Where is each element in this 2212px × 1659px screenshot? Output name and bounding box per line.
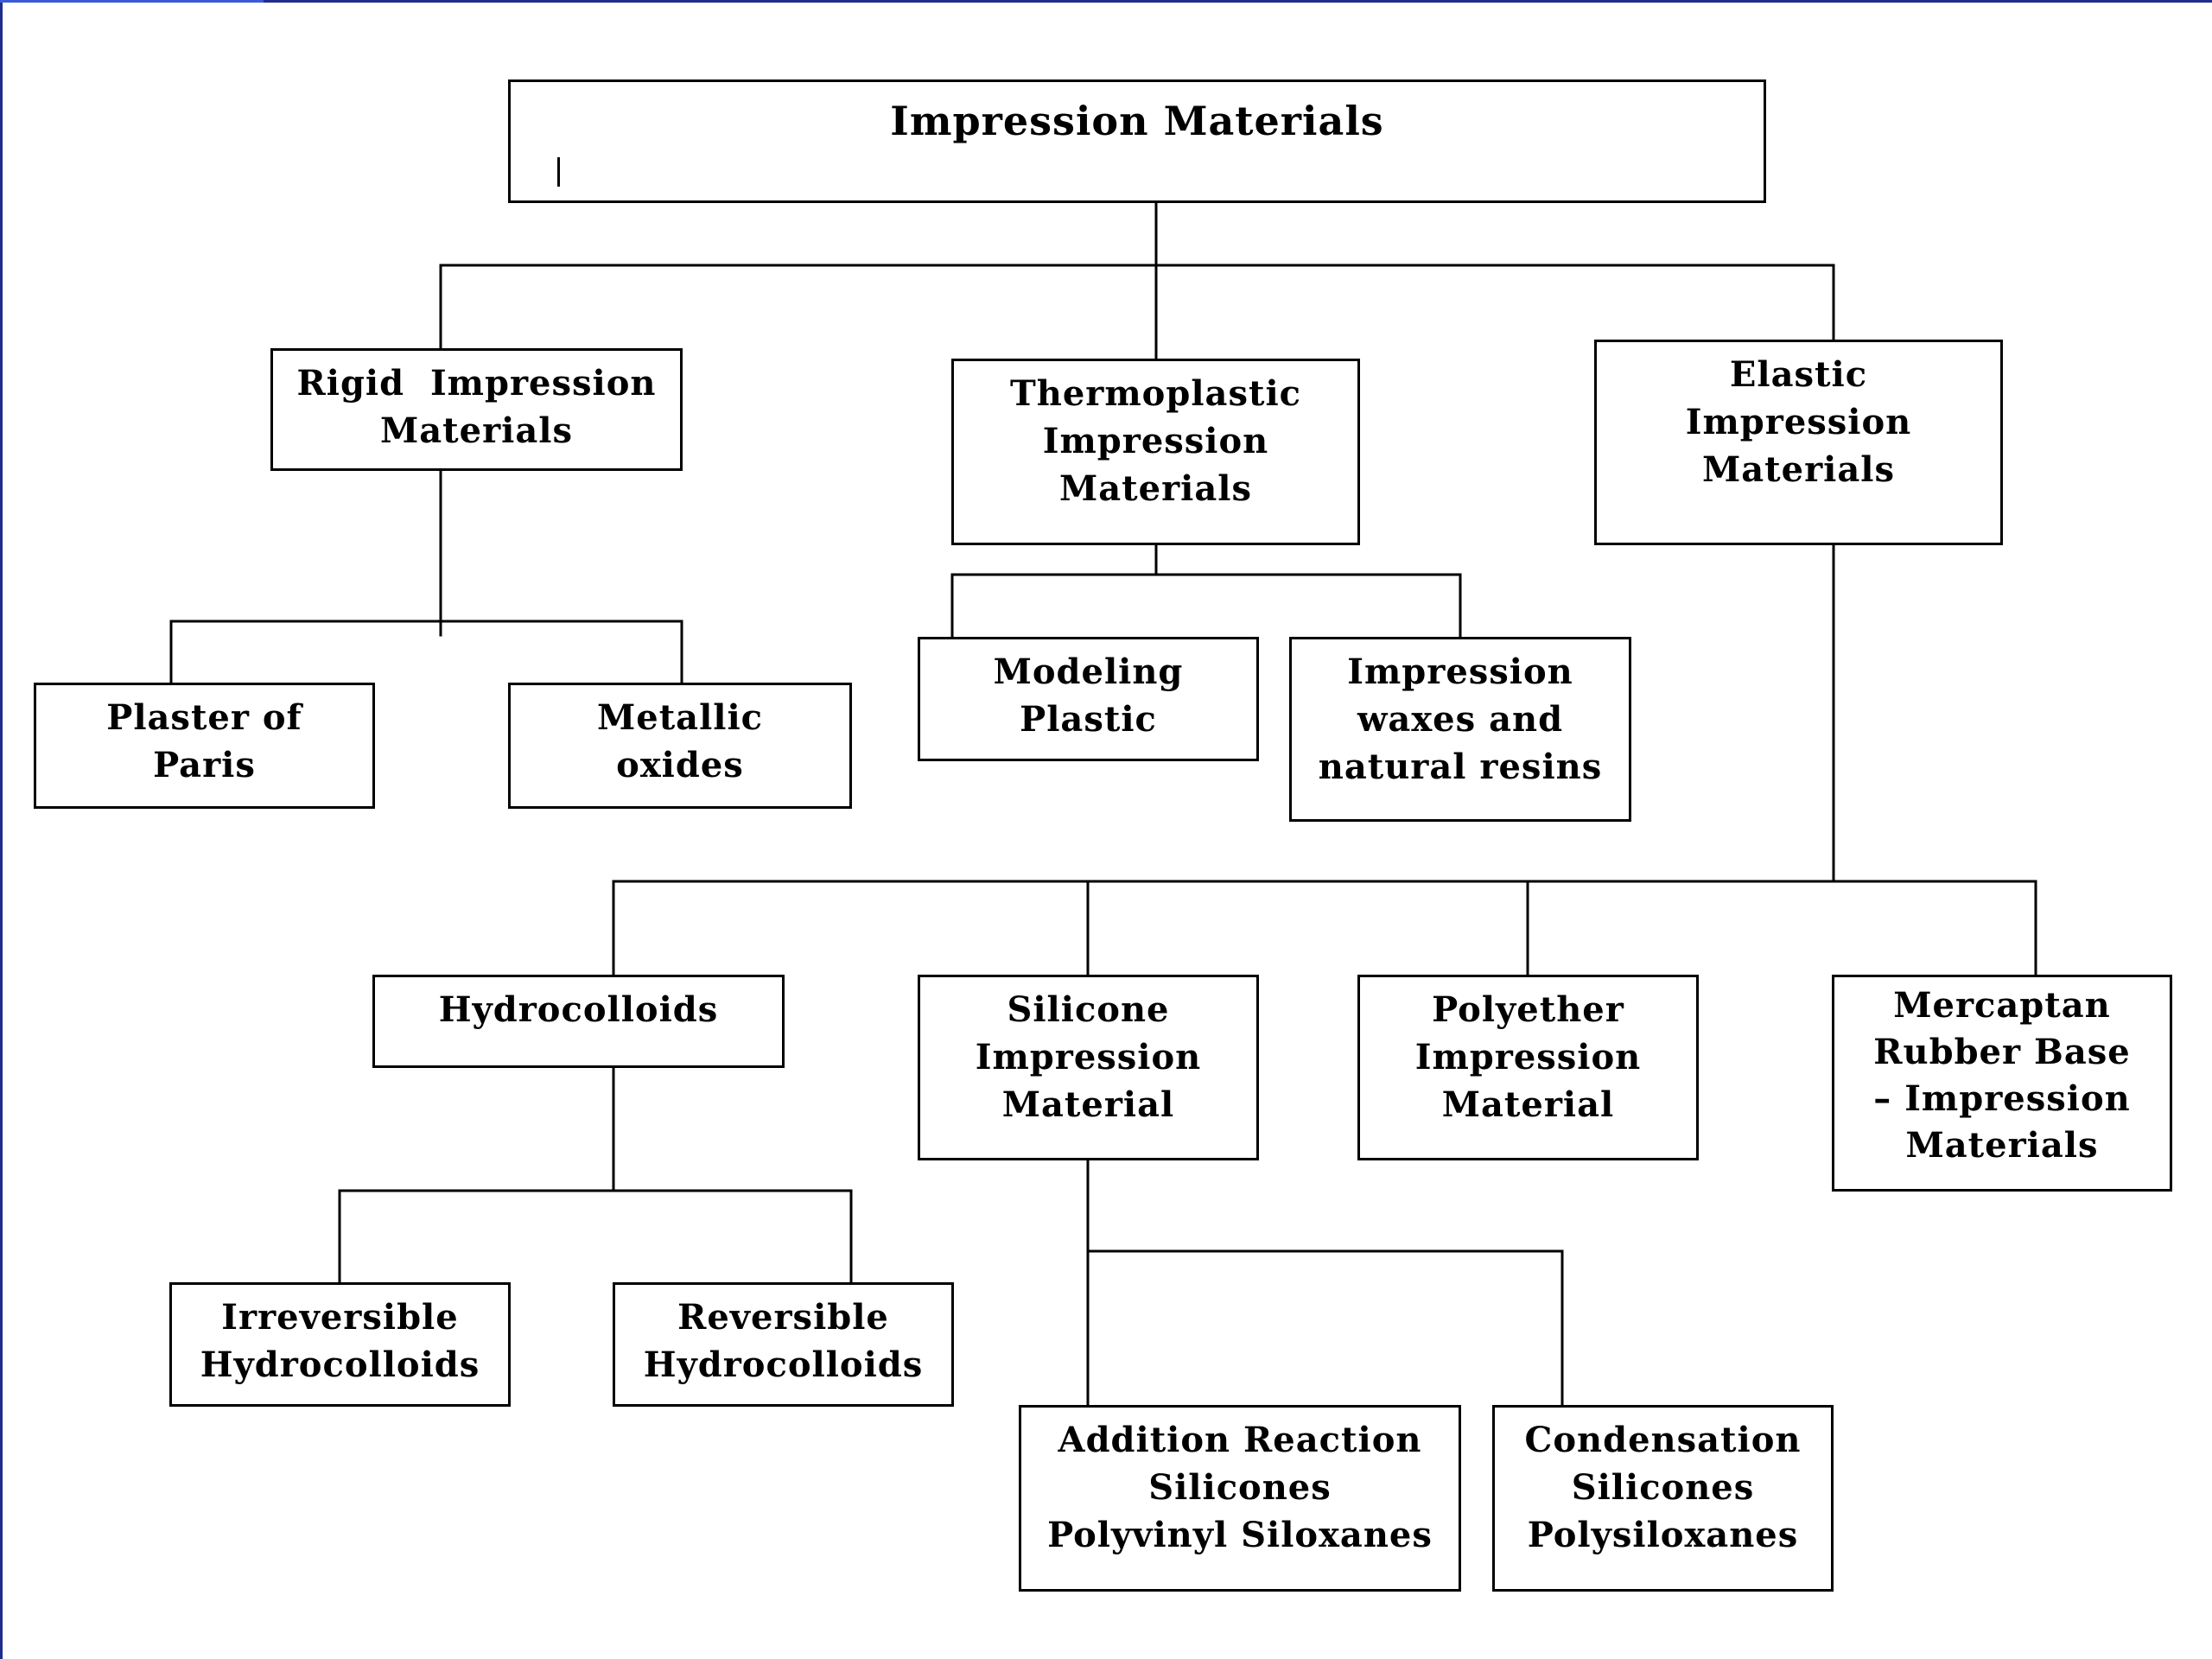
node-label-line: Paris <box>153 745 256 785</box>
connector-thermoplastic <box>950 543 1462 639</box>
node-label-line: Silicone <box>1007 989 1170 1030</box>
node-impression-materials: Impression Materials <box>508 79 1766 203</box>
node-label-line: Thermoplastic <box>1009 373 1301 414</box>
node-silicone-impression-material: Silicone Impression Material <box>918 975 1259 1160</box>
node-addition-reaction-silicones: Addition Reaction Silicones Polyvinyl Si… <box>1019 1405 1461 1592</box>
node-reversible-hydrocolloids: Reversible Hydrocolloids <box>613 1282 954 1407</box>
node-metallic-oxides: Metallic oxides <box>508 683 852 809</box>
connector-silicone <box>1086 1159 1564 1407</box>
node-label-line: Materials <box>1905 1125 2099 1166</box>
node-impression-waxes-and-natural-resins: Impression waxes and natural resins <box>1289 637 1631 822</box>
node-label-line: Silicones <box>1148 1467 1332 1508</box>
node-polyether-impression-material: Polyether Impression Material <box>1357 975 1699 1160</box>
node-label-line: Impression Materials <box>890 98 1384 144</box>
node-label-line: Impression <box>1414 1037 1642 1077</box>
node-label-line: Materials <box>379 410 574 451</box>
node-label-line: Metallic <box>596 697 764 738</box>
node-irreversible-hydrocolloids: Irreversible Hydrocolloids <box>169 1282 511 1407</box>
node-condensation-silicones: Condensation Silicones Polysiloxanes <box>1492 1405 1834 1592</box>
node-label-line: Modeling <box>993 652 1184 692</box>
node-label-line: Hydrocolloids <box>438 989 719 1030</box>
node-mercaptan-rubber-base-impression-materials: Mercaptan Rubber Base – Impression Mater… <box>1832 975 2172 1192</box>
slide-frame-left <box>0 0 3 1659</box>
node-label-line: natural resins <box>1318 747 1603 787</box>
node-label-line: Irreversible <box>221 1297 459 1338</box>
text-cursor <box>557 157 560 187</box>
node-label-line: Plaster of <box>106 697 302 738</box>
node-label-line: – Impression <box>1873 1078 2131 1119</box>
node-label-line: Materials <box>1701 449 1896 490</box>
node-label-line: Material <box>1001 1084 1175 1125</box>
node-label-line: Impression <box>1042 421 1269 461</box>
slide-frame-top <box>0 0 2212 3</box>
node-hydrocolloids: Hydrocolloids <box>372 975 785 1068</box>
node-plaster-of-paris: Plaster of Paris <box>34 683 375 809</box>
node-label-line: Reversible <box>677 1297 889 1338</box>
node-label-line: Silicones <box>1571 1467 1755 1508</box>
node-rigid-impression-materials: Rigid Impression Materials <box>270 348 683 471</box>
node-modeling-plastic: Modeling Plastic <box>918 637 1259 761</box>
connector-hydrocolloids <box>338 1066 853 1284</box>
node-label-line: Elastic <box>1729 354 1868 395</box>
slide-frame-accent <box>0 0 264 3</box>
node-label-line: waxes and <box>1357 699 1564 740</box>
node-label-line: Impression <box>975 1037 1202 1077</box>
node-label-line: oxides <box>616 745 744 785</box>
connector-rigid <box>169 469 683 684</box>
node-label-line: Condensation <box>1524 1420 1802 1460</box>
node-label-line: Impression <box>1685 402 1912 442</box>
node-label-line: Material <box>1441 1084 1615 1125</box>
node-label-line: Plastic <box>1020 699 1157 740</box>
node-label-line: Polyvinyl Siloxanes <box>1047 1515 1433 1555</box>
node-label-line: Hydrocolloids <box>200 1344 480 1385</box>
node-label-line: Hydrocolloids <box>643 1344 924 1385</box>
connector-elastic <box>612 543 2037 976</box>
node-label-line: Rubber Base <box>1873 1032 2131 1072</box>
connector-root <box>439 201 1835 360</box>
node-label-line: Rigid Impression <box>296 363 657 404</box>
node-label-line: Polyether <box>1432 989 1624 1030</box>
node-label-line: Mercaptan <box>1893 985 2111 1026</box>
node-label-line: Polysiloxanes <box>1527 1515 1799 1555</box>
node-label-line: Impression <box>1347 652 1573 692</box>
node-label-line: Addition Reaction <box>1058 1420 1422 1460</box>
node-thermoplastic-impression-materials: Thermoplastic Impression Materials <box>951 359 1360 545</box>
node-label-line: Materials <box>1058 468 1253 509</box>
node-elastic-impression-materials: Elastic Impression Materials <box>1594 340 2003 545</box>
